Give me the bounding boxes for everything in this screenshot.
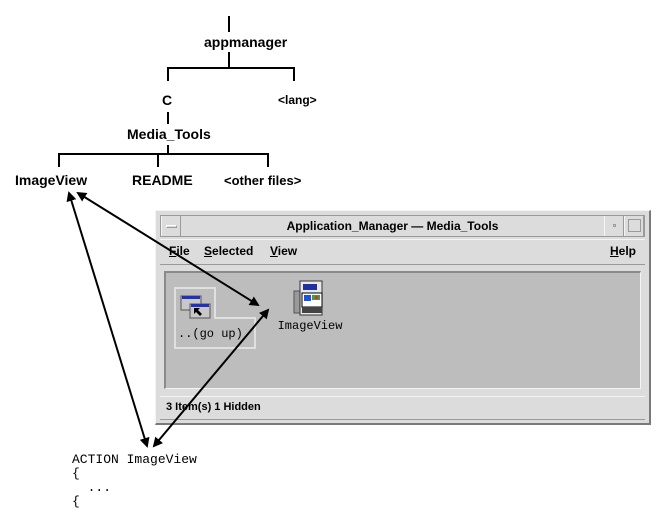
tree-line: [293, 67, 295, 81]
tree-line: [58, 153, 60, 167]
tree-line: [167, 145, 169, 154]
code-line: {: [72, 466, 80, 481]
minimize-button[interactable]: [604, 216, 624, 236]
window-menu-button[interactable]: [161, 216, 181, 236]
tree-line: [228, 16, 230, 32]
go-up-item[interactable]: ..(go up): [174, 287, 256, 349]
arrow-imageview-to-action: [66, 191, 150, 448]
maximize-button[interactable]: [624, 216, 644, 236]
minimize-icon: [613, 224, 616, 227]
tree-line: [58, 153, 269, 155]
tree-line: [167, 67, 169, 81]
tree-line: [228, 52, 230, 68]
code-line: ...: [72, 480, 112, 495]
application-icon: [293, 280, 323, 316]
tree-line: [267, 153, 269, 167]
tree-node-c: C: [162, 92, 173, 108]
tree-line: [167, 67, 295, 69]
tree-line: [157, 153, 159, 167]
tree-node-imageview: ImageView: [15, 172, 88, 188]
tree-node-other-files: <other files>: [224, 173, 302, 188]
code-line: ACTION ImageView: [72, 452, 197, 467]
imageview-label: ImageView: [277, 319, 343, 333]
action-definition: ACTION ImageView{ ...{: [72, 453, 197, 509]
window-menu-icon: [166, 225, 177, 228]
tree-node-appmanager: appmanager: [204, 34, 288, 50]
folder-up-icon: [180, 295, 211, 319]
tree-node-readme: README: [132, 172, 193, 188]
status-text: 3 Item(s) 1 Hidden: [166, 401, 261, 413]
tree-node-media-tools: Media_Tools: [127, 126, 211, 142]
status-bar: 3 Item(s) 1 Hidden: [160, 396, 645, 420]
menu-view[interactable]: View: [270, 244, 298, 258]
go-up-label: ..(go up): [178, 327, 243, 341]
title-bar[interactable]: Application_Manager — Media_Tools: [160, 215, 645, 237]
code-line: {: [72, 494, 80, 509]
application-manager-window: Application_Manager — Media_Tools File S…: [155, 210, 651, 425]
imageview-item[interactable]: ImageView: [268, 279, 352, 333]
window-title: Application_Manager — Media_Tools: [286, 219, 499, 233]
maximize-icon: [628, 219, 641, 232]
tree-node-lang: <lang>: [278, 93, 317, 107]
menu-bar: File Selected View Help: [160, 239, 645, 265]
menu-selected[interactable]: Selected: [204, 244, 254, 258]
menu-help[interactable]: Help: [609, 244, 636, 258]
file-view-area[interactable]: ..(go up) ImageView: [164, 271, 641, 389]
menu-file[interactable]: File: [169, 244, 190, 258]
tree-line: [167, 112, 169, 124]
